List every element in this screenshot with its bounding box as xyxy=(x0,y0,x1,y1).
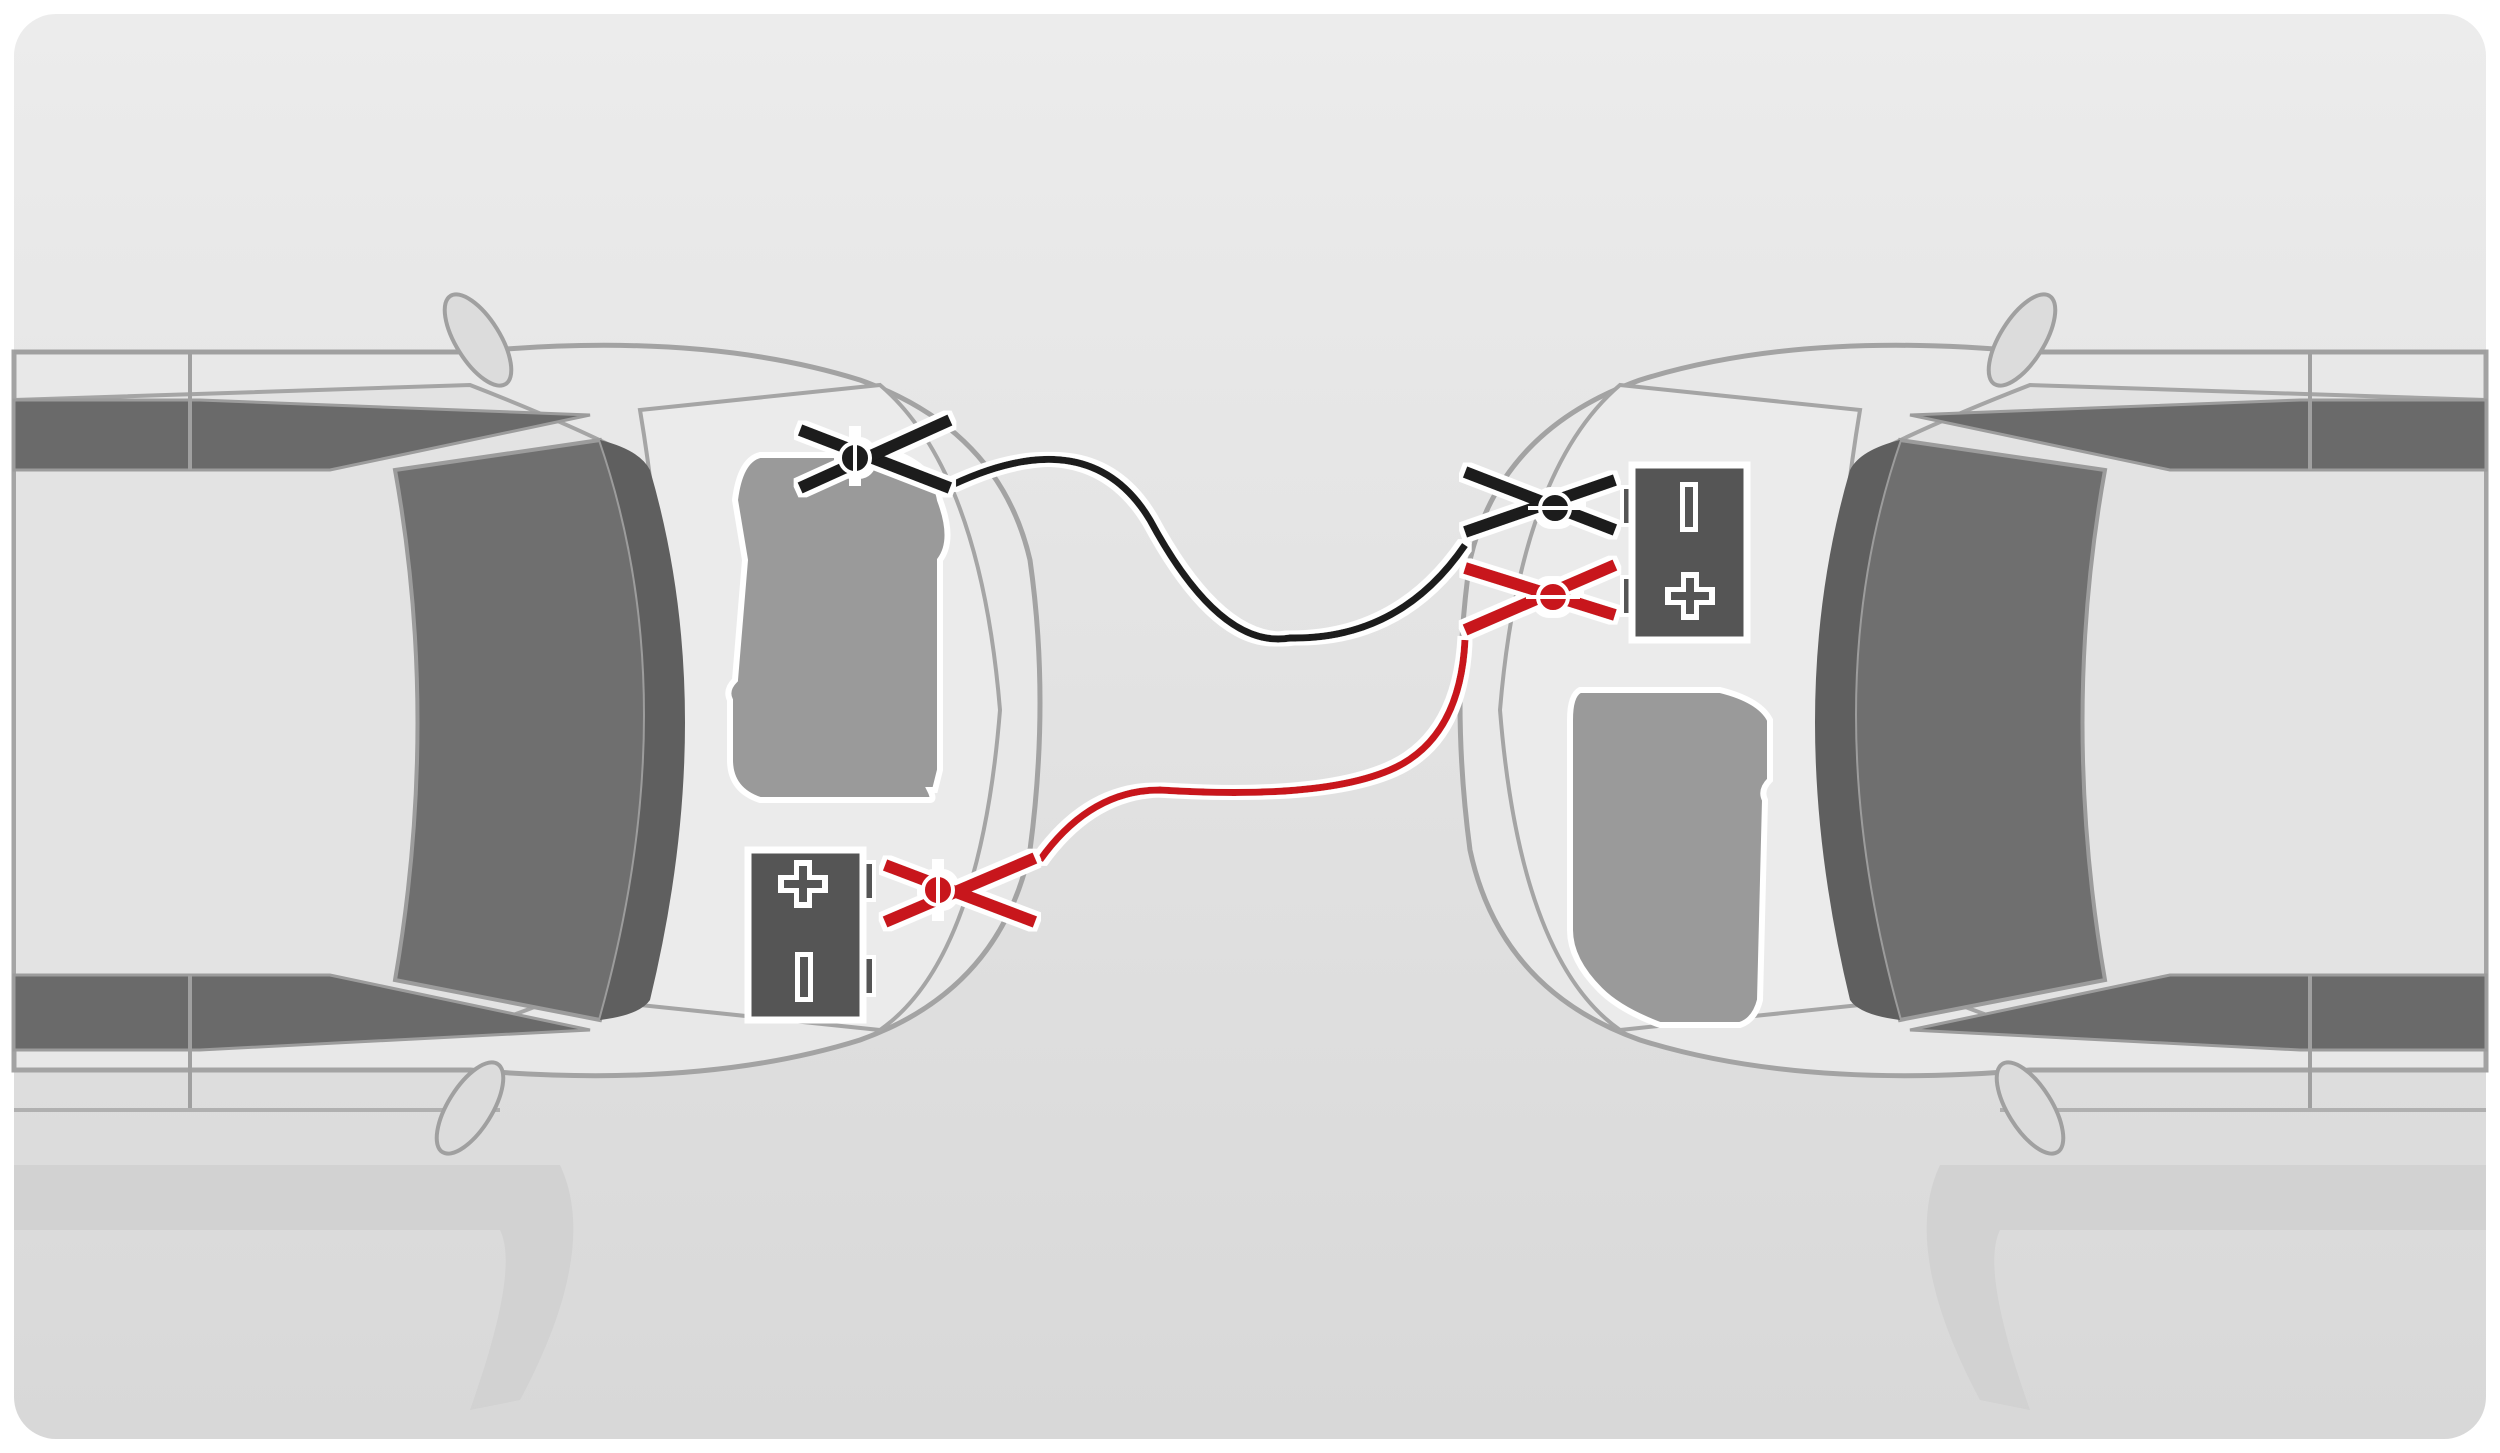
right-car-mirror-bottom xyxy=(1994,1060,2066,1156)
left-car-side-window-top xyxy=(12,398,591,472)
left-car-mirror-top xyxy=(442,292,514,388)
right-battery-minus-symbol xyxy=(1680,482,1698,532)
right-car-side-window-top xyxy=(1909,398,2488,472)
left-car-windshield xyxy=(392,437,647,1023)
positive-cable xyxy=(1037,639,1469,863)
left-car-shadow xyxy=(14,1165,574,1410)
left-positive-clamp-icon xyxy=(882,852,1038,928)
left-battery xyxy=(744,846,876,1024)
left-battery-plus-symbol xyxy=(778,860,828,908)
negative-cable xyxy=(950,455,1468,643)
left-car-mirror-bottom xyxy=(434,1060,506,1156)
right-battery-plus-symbol xyxy=(1665,572,1715,620)
right-car-shadow xyxy=(1926,1165,2486,1410)
left-car xyxy=(11,292,1043,1410)
left-car-side-window-bottom xyxy=(12,973,591,1052)
right-car-side-window-bottom xyxy=(1909,973,2488,1052)
right-car-windshield xyxy=(1853,437,2108,1023)
right-car-mirror-top xyxy=(1986,292,2058,388)
right-negative-clamp-icon xyxy=(1462,466,1618,538)
left-battery-minus-symbol xyxy=(795,952,813,1002)
right-car-engine-block xyxy=(1567,687,1773,1028)
right-positive-clamp-icon xyxy=(1462,559,1618,636)
left-ground-clamp-icon xyxy=(797,414,953,494)
right-battery xyxy=(1620,461,1751,644)
left-car-engine-block xyxy=(725,452,951,803)
